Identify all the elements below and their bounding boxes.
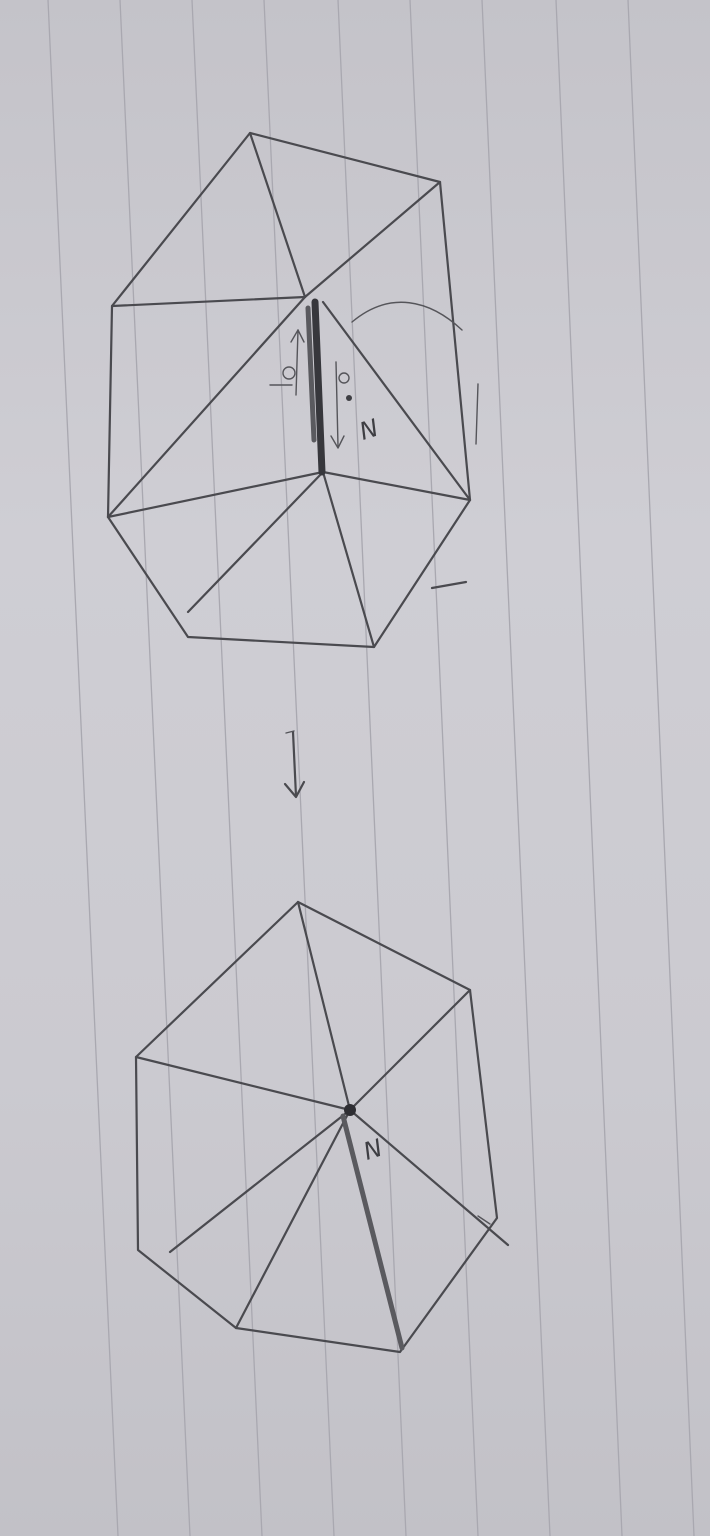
half-edge-arrow-left bbox=[295, 329, 299, 396]
mesh-before-spoke bbox=[321, 300, 472, 502]
merged-edge bbox=[340, 1113, 405, 1351]
mesh-before-spoke bbox=[186, 470, 325, 614]
merged-vertex bbox=[344, 1104, 356, 1116]
mesh-after-spoke bbox=[168, 1108, 352, 1254]
edge-label-top: N bbox=[356, 414, 382, 446]
collapsing-edge bbox=[311, 298, 326, 476]
vertex-mark-right bbox=[338, 372, 350, 384]
mesh-before: N bbox=[106, 131, 479, 649]
mesh-after-outline bbox=[134, 900, 499, 1354]
mesh-before-spoke bbox=[248, 131, 307, 299]
half-edge-arrow-right bbox=[335, 361, 339, 447]
arrow-tail-tick bbox=[285, 730, 295, 734]
transition-arrow bbox=[283, 730, 306, 799]
half-edge-arrowhead-left bbox=[290, 329, 305, 343]
mesh-before-spoke bbox=[110, 295, 307, 308]
mesh-after-spoke bbox=[348, 1108, 510, 1247]
arrow-shaft bbox=[291, 730, 298, 798]
mesh-after-spoke bbox=[296, 900, 352, 1112]
vertex-mark-left bbox=[282, 366, 296, 380]
stray-stroke bbox=[430, 580, 468, 590]
mesh-before-spoke bbox=[106, 470, 325, 519]
mesh-after-spoke bbox=[348, 988, 472, 1112]
mesh-before-spoke bbox=[106, 295, 307, 519]
page-ruling bbox=[47, 0, 695, 1536]
mesh-before-spoke bbox=[321, 470, 376, 649]
arrow-head bbox=[283, 780, 306, 799]
mesh-after-spoke bbox=[234, 1108, 352, 1330]
mesh-before-spoke bbox=[321, 470, 472, 502]
mesh-after: N bbox=[134, 900, 510, 1354]
vertex-dot-right bbox=[346, 395, 352, 401]
mesh-after-spoke bbox=[134, 1055, 352, 1112]
mesh-before-spoke bbox=[303, 180, 442, 299]
stray-stroke bbox=[475, 383, 479, 445]
stray-stroke bbox=[351, 301, 463, 331]
mesh-before-outline bbox=[106, 131, 472, 649]
stray-stroke bbox=[477, 1215, 491, 1225]
collapsing-edge-shade bbox=[305, 305, 317, 443]
half-edge-arrowhead-right bbox=[330, 435, 345, 449]
